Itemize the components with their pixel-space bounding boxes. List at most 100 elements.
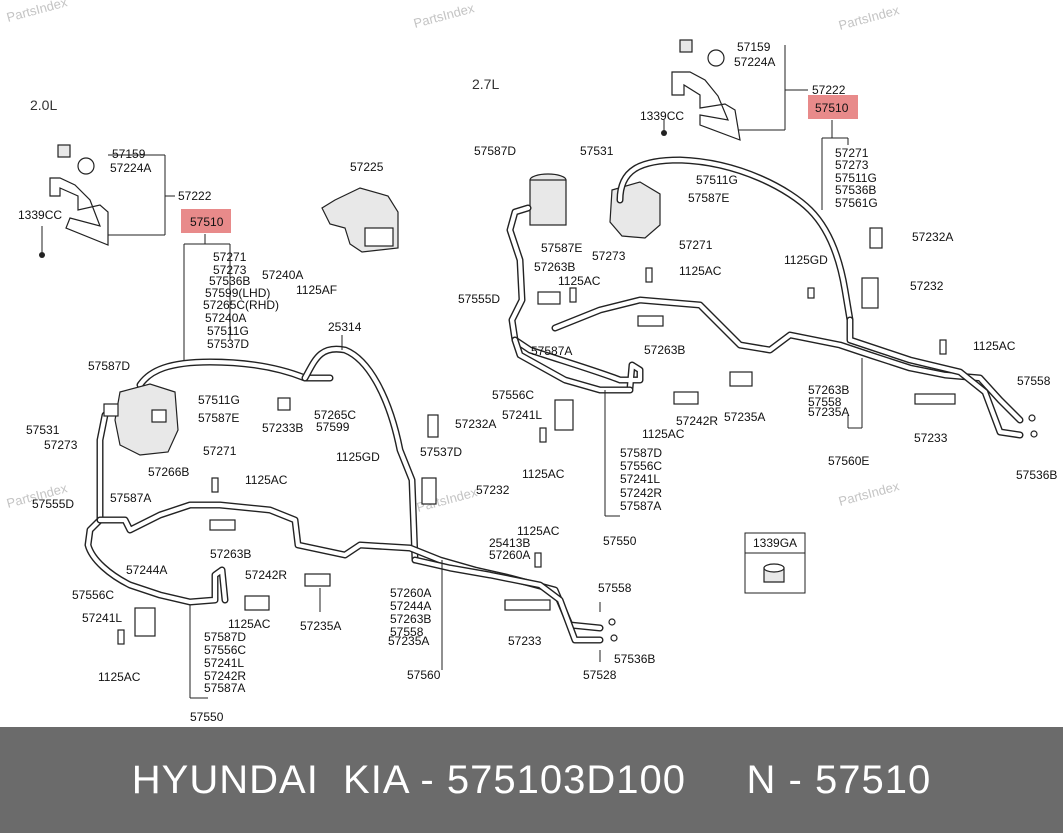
part-label: 57558 (390, 625, 424, 639)
part-label: 57556C (72, 588, 114, 602)
part-label: 57263B (534, 260, 575, 274)
part-label: 57558 (1017, 374, 1051, 388)
part-label: 57599 (316, 420, 350, 434)
part-label: 57271 (679, 238, 713, 252)
part-label: 57550 (603, 534, 637, 548)
part-label: 57265C(RHD) (203, 298, 279, 312)
clamp-part (554, 399, 574, 431)
clamp-part (537, 291, 561, 305)
clamp-part (209, 519, 236, 531)
oring-part (1028, 414, 1036, 422)
part-label: 57528 (583, 668, 617, 682)
part-label: 57235A (724, 410, 765, 424)
bracket-part (671, 71, 741, 141)
part-label: 57242R (620, 486, 662, 500)
part-label: 57587E (198, 411, 239, 425)
engine-label-left: 2.0L (30, 97, 57, 113)
part-label: 57536B (209, 274, 250, 288)
part-label: 57232A (455, 417, 496, 431)
bolt-part (569, 287, 577, 303)
part-label: 57273 (44, 438, 78, 452)
part-label: 57550 (190, 710, 224, 724)
part-label: 25314 (328, 320, 362, 334)
part-label: 1125GD (336, 450, 380, 464)
bracket-part (914, 393, 956, 405)
bracket-part (861, 277, 879, 309)
part-label: 57558 (808, 395, 842, 409)
part-label: 25413B (489, 536, 530, 550)
clip-part (57, 144, 71, 158)
bolt-part (117, 629, 125, 645)
engine-label-right: 2.7L (472, 76, 499, 92)
bolt-part (661, 130, 667, 136)
clamp-part (673, 391, 699, 405)
reservoir-grille (364, 227, 394, 247)
part-label: 57556C (204, 643, 246, 657)
part-label: 57240A (205, 311, 246, 325)
part-label: 57558 (598, 581, 632, 595)
part-label: 57235A (300, 619, 341, 633)
part-label: 1125AC (228, 617, 271, 631)
clamp-part (637, 315, 664, 327)
bolt-part (807, 287, 815, 299)
fitting-part (151, 409, 167, 423)
part-label: 57244A (390, 599, 431, 613)
grommet-part (707, 49, 725, 67)
part-label: 57242R (204, 669, 246, 683)
part-label: 57260A (489, 548, 530, 562)
part-label: 1339GA (753, 536, 797, 550)
fitting-part (103, 403, 119, 417)
part-label: 57273 (592, 249, 626, 263)
part-label: 57159 (737, 40, 771, 54)
part-label: 57233 (508, 634, 542, 648)
part-label: 1125AC (973, 339, 1016, 353)
bolt-part (645, 267, 653, 283)
part-label: 57537D (420, 445, 462, 459)
watermark: PartsIndex (5, 0, 69, 25)
part-label: 57233B (262, 421, 303, 435)
part-label: 1125AC (558, 274, 601, 288)
parts-diagram: PartsIndex PartsIndex PartsIndex PartsIn… (5, 0, 1057, 724)
part-label: 1125AC (522, 467, 565, 481)
left-labels: 57159 57224A 57222 1339CC 57225 57271 57… (18, 147, 655, 724)
part-label: 57244A (126, 563, 167, 577)
part-label: 57511G (207, 324, 249, 338)
nut-top (763, 563, 785, 573)
watermark: PartsIndex (837, 2, 901, 33)
part-label: 57266B (148, 465, 189, 479)
part-label: 57587A (110, 491, 151, 505)
part-label: 57241L (204, 656, 244, 670)
part-label: 1125AC (517, 524, 560, 538)
part-label: 57232A (912, 230, 953, 244)
highlight-box-right (808, 95, 858, 119)
part-label: 57263B (390, 612, 431, 626)
part-label: 57265C (314, 408, 356, 422)
part-label: 1339CC (18, 208, 62, 222)
bolt-part (534, 552, 542, 568)
part-label: 57263B (808, 383, 849, 397)
part-label: 57531 (26, 423, 60, 437)
bracket-part (729, 371, 753, 387)
part-label: 1125AC (679, 264, 722, 278)
part-label: 57587E (688, 191, 729, 205)
part-label: 57260A (390, 586, 431, 600)
part-label: 57561G (835, 196, 878, 210)
part-label: 57242R (245, 568, 287, 582)
right-labels: 57159 57224A 57222 1339CC 57271 57273 57… (458, 40, 1057, 550)
part-label: 57587A (204, 681, 245, 695)
bracket-part (504, 599, 551, 611)
part-inset-box (744, 532, 806, 594)
part-label: 57271 (213, 250, 247, 264)
part-label: 57159 (112, 147, 146, 161)
part-label: 57232 (910, 279, 944, 293)
oring-part (1030, 430, 1038, 438)
watermark: PartsIndex (837, 478, 901, 509)
part-label: 57556C (620, 459, 662, 473)
part-label: 57225 (350, 160, 384, 174)
bolt-part (539, 427, 547, 443)
part-label: 57273 (213, 263, 247, 277)
bracket-part (49, 177, 109, 246)
footer-part-number: HYUNDAI KIA - 575103D100 N - 57510 (0, 727, 1063, 833)
left-assembly (39, 144, 618, 699)
part-label: 57263B (644, 343, 685, 357)
